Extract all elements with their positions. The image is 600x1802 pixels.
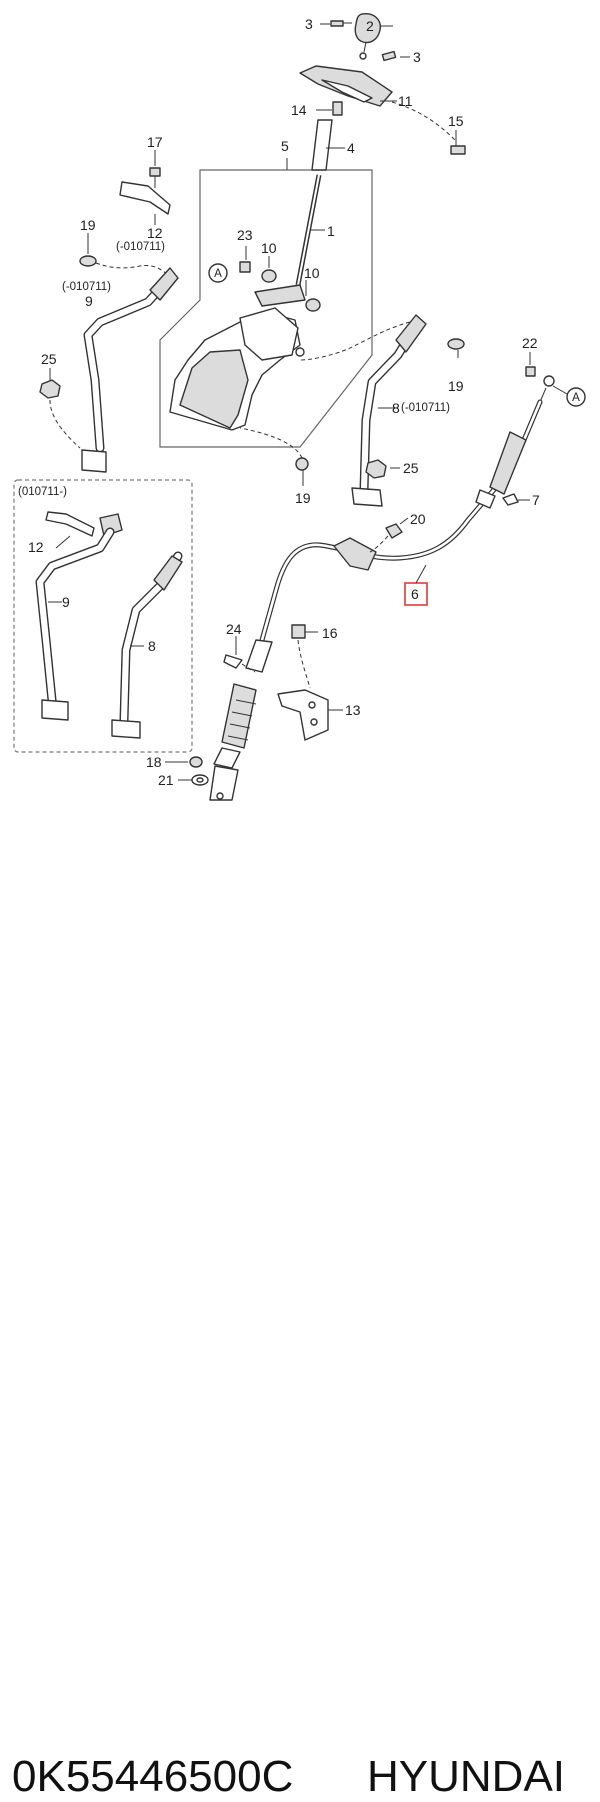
callout-8-inset: 8 [148,638,156,654]
ref-a-left-label: A [214,268,222,280]
nut-19-upper-left [79,255,169,276]
inset-newer-parts [13,479,193,753]
bolt-15 [450,130,466,155]
cable-end-22 [525,366,555,403]
callout-12-upper: 12 [147,225,163,241]
nut-18 [189,756,203,768]
callout-3-side: 3 [413,49,421,65]
bracket-13 [277,689,343,741]
callout-17: 17 [147,134,163,150]
callout-4: 4 [347,140,355,156]
callout-19-lower: 19 [295,490,311,506]
callout-8-upper: 8 [392,400,400,416]
callout-2: 2 [366,18,374,34]
note-inset: (010711-) [18,486,67,498]
callout-6: 6 [411,586,419,602]
clip-20 [369,517,409,553]
clip-14 [316,101,343,116]
callout-9-upper: 9 [85,293,93,309]
shift-bezel [299,65,456,141]
callout-19-upper-left: 19 [80,217,96,233]
screw-3-side [381,50,410,62]
leader-lines [48,150,531,781]
parts-diagram: A A 1 2 3 3 4 5 6 7 8 8 9 9 10 10 11 12 … [13,13,586,801]
brand-name: HYUNDAI [367,1752,566,1801]
callout-13: 13 [345,702,361,718]
rod-9-upper [81,267,179,473]
callout-24: 24 [226,621,242,637]
callout-14: 14 [291,102,307,118]
callout-15: 15 [448,113,464,129]
nut-25-right [365,459,387,479]
callout-18: 18 [146,754,162,770]
callout-22: 22 [522,335,538,351]
note-9: (-010711) [62,281,111,293]
part-number: 0K55446500C [12,1752,294,1801]
ref-a-right: A [552,385,586,407]
callout-3-top: 3 [305,16,313,32]
note-12: (-010711) [116,241,165,253]
nut-19-right [447,338,465,350]
nut-19-lower [239,427,309,471]
ref-a-left: A [208,263,228,283]
callout-20: 20 [410,511,426,527]
callout-25-left: 25 [41,351,57,367]
callout-1: 1 [327,223,335,239]
bushing-10-b [305,298,321,312]
callout-16: 16 [322,625,338,641]
shift-rod [311,119,345,171]
nut-25-left [39,379,81,449]
callout-5: 5 [281,138,289,154]
screw-3-top [320,20,352,27]
callout-10-b: 10 [304,265,320,281]
rod-8-upper [299,314,427,507]
callout-10-a: 10 [261,240,277,256]
bolt-16 [291,624,318,689]
ref-a-right-label: A [572,392,580,404]
callout-25-right: 25 [403,460,419,476]
shift-cable [209,399,543,801]
callout-19-right: 19 [448,378,464,394]
caption-bar: 0K55446500C HYUNDAI [0,872,600,1801]
callout-21: 21 [158,772,174,788]
bushing-23 [239,261,251,273]
shifter-assembly-outline [159,158,373,448]
callout-7: 7 [532,492,540,508]
clip-24 [223,654,256,673]
bracket-12-upper [119,167,171,215]
shifter-base [169,284,306,431]
callout-9-inset: 9 [62,594,70,610]
shift-knob [354,13,393,60]
callout-23: 23 [237,227,253,243]
callout-11: 11 [398,93,413,109]
callout-12-inset: 12 [28,539,44,555]
bushing-10-a [261,269,277,283]
note-8: (-010711) [401,402,450,414]
shift-lever [295,174,325,286]
washer-21 [191,774,209,786]
clip-7 [502,493,530,506]
